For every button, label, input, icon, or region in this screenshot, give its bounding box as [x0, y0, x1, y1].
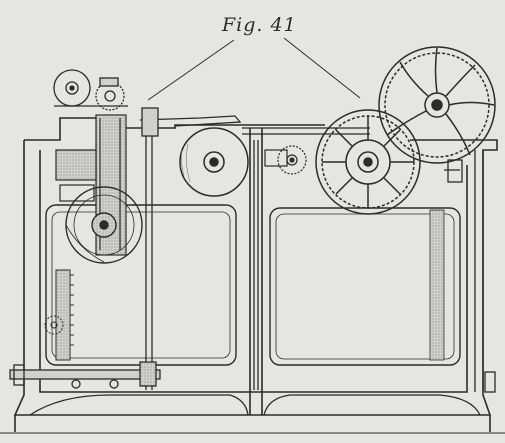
center-drum [179, 127, 249, 197]
bottom-bar [9, 361, 161, 389]
upper-left-gears [53, 69, 128, 111]
figure-caption: Fig. 41 [222, 14, 297, 36]
right-panel [269, 207, 461, 366]
top-shaft [139, 107, 370, 137]
rack-gear [44, 269, 74, 361]
main-frame [0, 117, 505, 434]
small-gear [264, 145, 307, 175]
rear-spoked-wheel [378, 46, 496, 164]
shaft-rods [145, 110, 259, 390]
base-feet [29, 371, 496, 416]
right-column [444, 150, 484, 392]
left-pulley [65, 186, 143, 264]
front-spoked-wheel [315, 109, 421, 215]
caption-leader-lines [147, 37, 361, 101]
